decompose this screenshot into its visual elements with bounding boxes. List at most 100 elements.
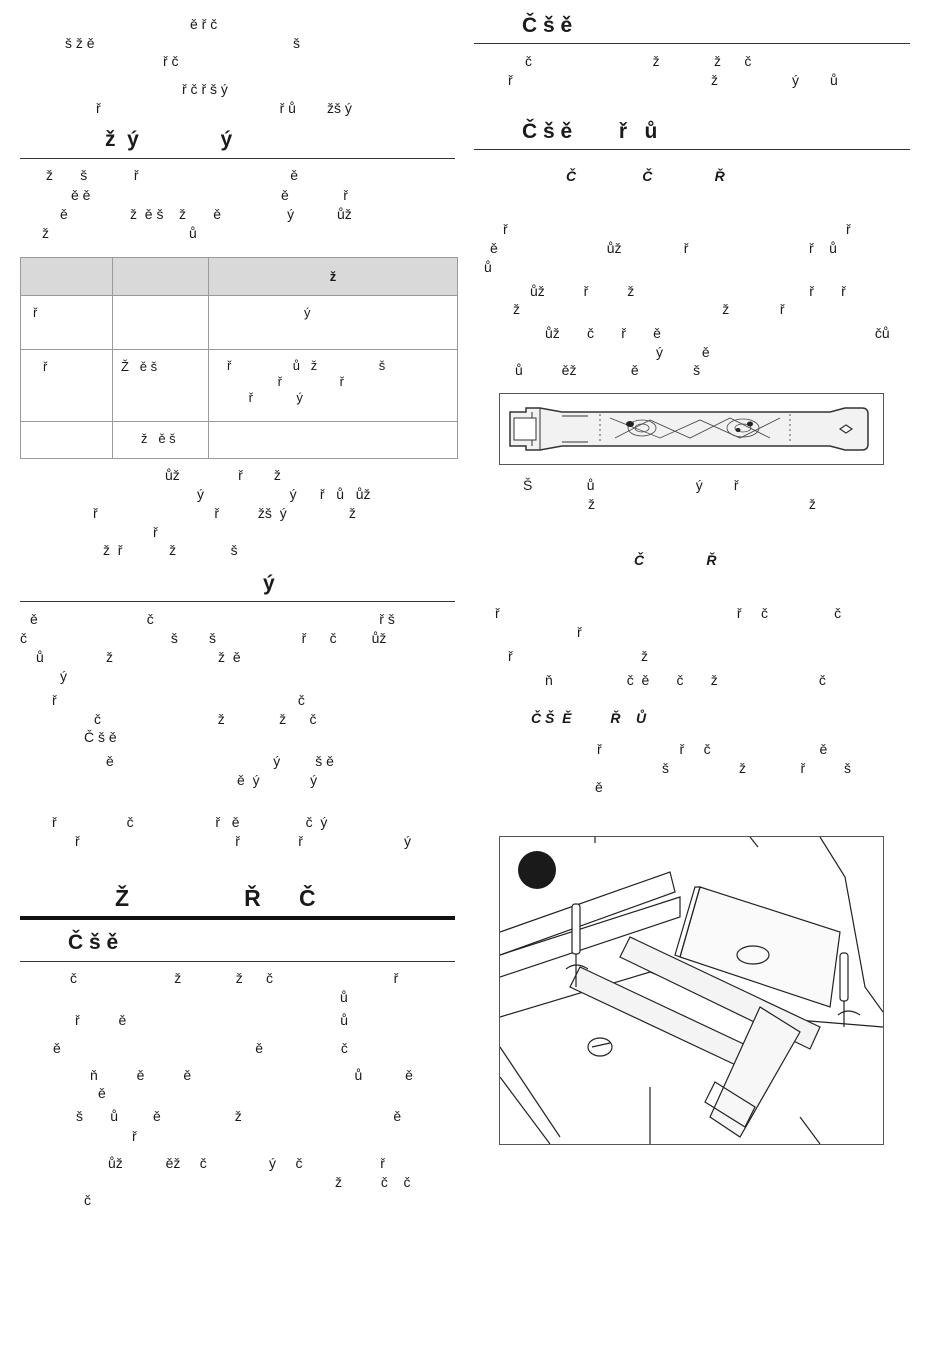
- paragraph-line: ě: [595, 779, 603, 795]
- paragraph-line: Č š ě: [84, 729, 117, 745]
- table-cell-text: ž ě š: [141, 431, 176, 446]
- table-cell: [20, 421, 113, 459]
- table-header-row: ž: [20, 257, 458, 296]
- paragraph-line: ř ř ř ý: [75, 833, 412, 849]
- paragraph-line: ůž ř ž ř ř: [530, 283, 846, 299]
- paragraph-line: č ž ž č ř: [70, 970, 399, 986]
- burner-removal-illustration: [500, 837, 883, 1144]
- table-cell: ř ů ž š ř ř ř ý: [208, 349, 458, 422]
- intro-line-4: ř č ř š ý: [182, 81, 228, 97]
- section-heading-a: ž ý ý: [105, 128, 233, 151]
- paragraph-line: ž š ř ě: [46, 167, 299, 183]
- paragraph-line: ň č ě č ž č: [545, 672, 826, 688]
- table-cell-text: ý: [304, 305, 311, 320]
- paragraph-line: š ů ě ž ě: [76, 1108, 402, 1124]
- heading-rule: [474, 43, 910, 44]
- table-cell-text: ř: [33, 305, 38, 320]
- table-header-cell: [20, 257, 113, 296]
- main-heading-rule: [20, 916, 455, 920]
- table-cell-text: [21, 422, 112, 430]
- paragraph-line: ě ě č: [53, 1040, 348, 1056]
- table-cell-text: [113, 296, 208, 304]
- table-cell: Ž ě š: [112, 349, 209, 422]
- right-heading-b: Č š ě ř ů: [522, 120, 658, 143]
- table-row: ž ě š: [20, 421, 458, 459]
- paragraph-line: ů: [340, 989, 348, 1005]
- table-row: ř ý: [20, 295, 458, 350]
- paragraph-line: ě ý š ě: [106, 753, 334, 769]
- table-cell: [112, 295, 209, 350]
- section-heading-b: ý: [263, 572, 275, 595]
- right-heading-a: Č š ě: [522, 14, 573, 37]
- intro-line-3: ř č: [163, 53, 179, 69]
- table-header-cell: ž: [208, 257, 458, 296]
- intro-line-5: ř ř ů žš ý: [96, 100, 352, 116]
- paragraph-line: ž ů: [42, 225, 197, 241]
- burner-tube-figure: [499, 393, 884, 465]
- paragraph-line: ý: [60, 668, 67, 684]
- paragraph-line: ůž ěž č ý č ř: [108, 1155, 385, 1171]
- paragraph-line: ř: [153, 524, 158, 540]
- paragraph-line: ů ěž ě š: [515, 362, 701, 378]
- table-cell-text: Ž ě š: [121, 359, 158, 374]
- paragraph-line: ů ž ž ě: [36, 649, 241, 665]
- paragraph-line: ý ě: [656, 344, 710, 360]
- subheading-b: Č Ř: [634, 552, 717, 568]
- table-cell: ř: [20, 295, 113, 350]
- main-heading: Ž Ř Č: [115, 885, 316, 911]
- paragraph-line: š ž ř š: [662, 760, 852, 776]
- paragraph-line: ž ř ž š: [103, 542, 238, 558]
- paragraph-line: č ž ž č: [525, 53, 752, 69]
- paragraph-line: ž ž: [588, 496, 816, 512]
- paragraph-line: ě č ř š: [30, 611, 395, 627]
- paragraph-line: ř: [577, 624, 582, 640]
- table-header-cell: [112, 257, 209, 296]
- paragraph-line: ě ý ý: [237, 772, 318, 788]
- paragraph-line: ř ř č č: [495, 605, 842, 621]
- paragraph-line: ě ůž ř ř ů: [490, 240, 837, 256]
- heading-rule: [20, 158, 455, 159]
- paragraph-line: ůž č ř ě čů: [545, 325, 890, 341]
- table-cell: ý: [208, 295, 458, 350]
- paragraph-line: ř č: [52, 692, 305, 708]
- intro-line-1: ě ř č: [190, 16, 218, 32]
- heading-rule: [474, 149, 910, 150]
- paragraph-line: ě ž ě š ž ě ý ůž: [60, 206, 352, 222]
- heading-rule: [20, 961, 455, 962]
- paragraph-line: č: [84, 1192, 91, 1208]
- paragraph-line: ž ž ř: [513, 301, 785, 317]
- paragraph-line: Š ů ý ř: [523, 477, 739, 493]
- burner-tube-illustration: [509, 407, 869, 451]
- paragraph-line: ř ř: [503, 221, 851, 237]
- subheading-a: Č Č Ř: [566, 168, 725, 184]
- paragraph-line: ň ě ě ů ě: [90, 1067, 413, 1083]
- paragraph-line: ě ě ě ř: [71, 187, 348, 203]
- intro-line-2: š ž ě š: [65, 35, 300, 51]
- subheading-c: Č Š Ě Ř Ů: [531, 710, 647, 726]
- paragraph-line: ž č č: [335, 1174, 411, 1190]
- paragraph-line: ř: [132, 1128, 137, 1144]
- table-cell-text: [209, 422, 457, 430]
- paragraph-line: č ž ž č: [94, 711, 317, 727]
- paragraph-line: č š š ř č ůž: [20, 630, 387, 646]
- table-cell-text: ř: [43, 359, 48, 374]
- heading-rule: [20, 601, 455, 602]
- table-row: ř Ž ě š ř ů ž š ř ř ř ý: [20, 349, 458, 422]
- burner-removal-figure: [499, 836, 884, 1145]
- paragraph-line: ý ý ř ů ůž: [197, 486, 371, 502]
- table-cell: ž ě š: [112, 421, 209, 459]
- paragraph-line: ř č ř ě č ý: [52, 814, 328, 830]
- paragraph-line: ůž ř ž: [165, 467, 281, 483]
- table-cell-text: ř ů ž š ř ř ř ý: [227, 358, 386, 405]
- table-cell: ř: [20, 349, 113, 422]
- paragraph-line: ě: [98, 1085, 106, 1101]
- paragraph-line: ř ě ů: [75, 1012, 349, 1028]
- section-heading-c: Č š ě: [68, 931, 119, 954]
- table-cell: [208, 421, 458, 459]
- paragraph-line: ř ř č ě: [597, 741, 828, 757]
- paragraph-line: ř ř žš ý ž: [93, 505, 356, 521]
- paragraph-line: ů: [484, 259, 492, 275]
- paragraph-line: ř ž: [508, 648, 649, 664]
- specification-table: ž ř ý ř Ž ě š ř ů ž š ř ř ř ý ž ě š: [20, 257, 458, 459]
- step-number-badge: [518, 851, 556, 889]
